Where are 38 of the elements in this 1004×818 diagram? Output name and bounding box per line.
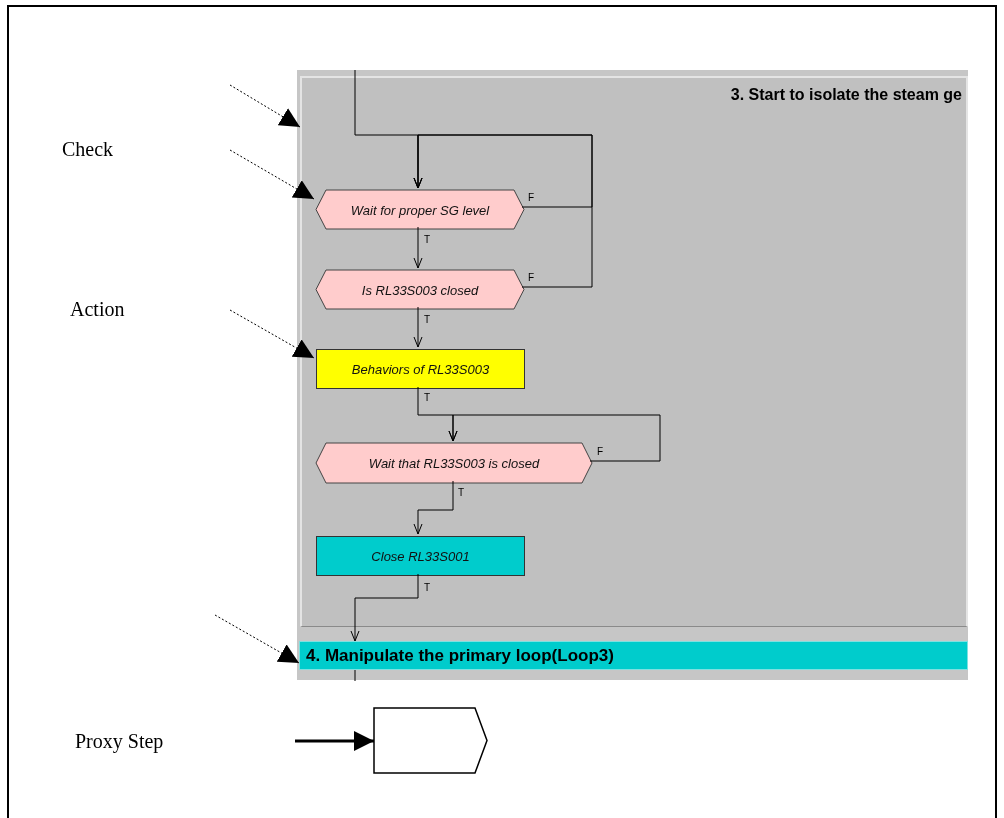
step-panel <box>300 76 968 627</box>
edge-label: T <box>458 488 465 498</box>
annotation-label: Proxy Step <box>75 730 164 753</box>
arrow <box>413 134 593 288</box>
action-box <box>316 536 525 576</box>
step-label: Wait for proper SG level <box>350 202 490 217</box>
edge-label: F <box>528 273 535 283</box>
dotted-arrow <box>229 149 315 200</box>
annotation-label: Action <box>70 298 125 321</box>
check-hexagon <box>316 443 592 483</box>
arrow <box>413 226 423 269</box>
step-band <box>299 641 968 670</box>
edge-label: F <box>528 193 535 203</box>
edge-label: T <box>424 583 431 593</box>
edge-label: T <box>424 393 431 403</box>
dotted-arrow <box>229 84 301 128</box>
edge-label: T <box>424 235 431 245</box>
edge-label: T <box>424 315 431 325</box>
dotted-arrow <box>229 309 315 359</box>
arrow <box>413 480 454 535</box>
step-heading: 3. Start to isolate the steam ge <box>730 86 962 104</box>
edge-label: F <box>597 447 604 457</box>
action-box <box>316 349 525 389</box>
arrow <box>350 573 419 642</box>
connector-line <box>354 669 356 682</box>
annotation-label: Check <box>62 138 114 161</box>
arrow <box>413 306 423 348</box>
check-hexagon <box>316 190 524 229</box>
step-label: Behaviors of RL33S003 <box>351 361 490 377</box>
step-label: Close RL33S001 <box>371 548 470 564</box>
check-hexagon <box>316 270 524 309</box>
arrow <box>295 731 374 751</box>
dotted-arrow <box>214 614 300 664</box>
arrow <box>448 414 661 462</box>
proxy-step-shape <box>374 708 487 773</box>
step-heading: 4. Manipulate the primary loop(Loop3) <box>306 646 614 666</box>
step-label: Is RL33S003 closed <box>361 282 479 297</box>
step-label: Wait that RL33S003 is closed <box>368 455 540 471</box>
